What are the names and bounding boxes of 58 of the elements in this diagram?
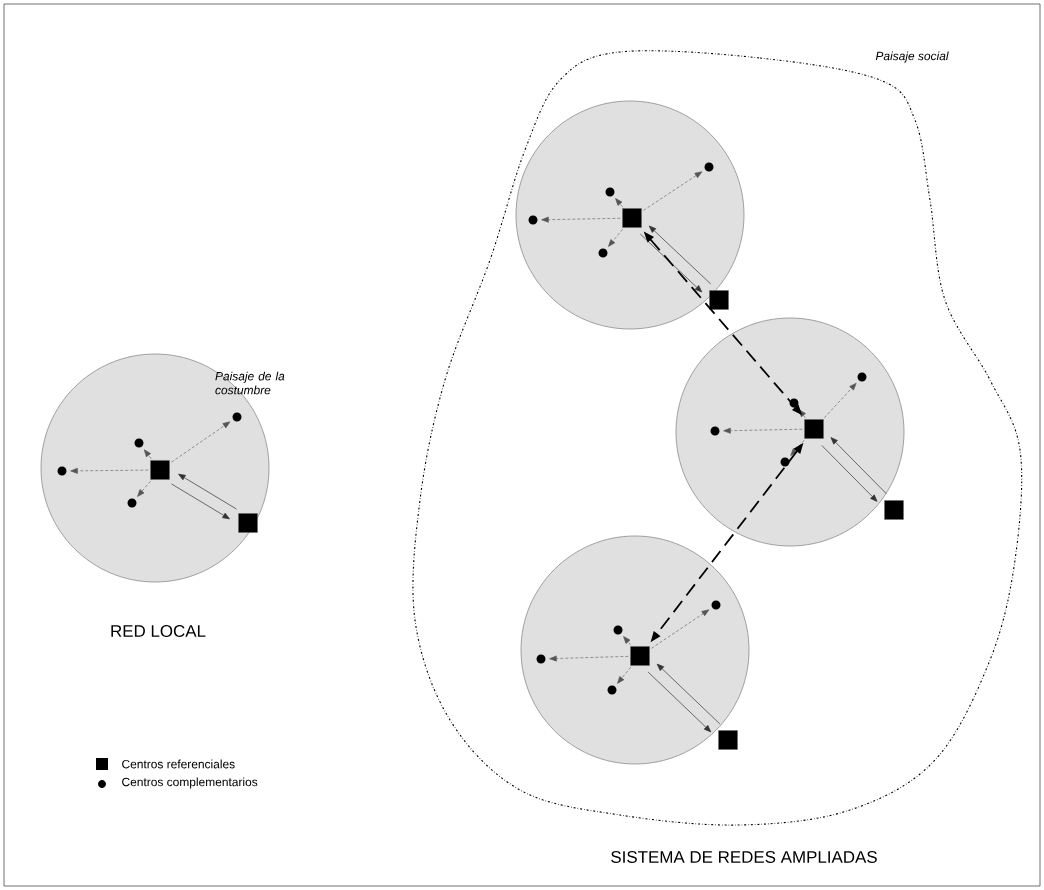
complementary-center — [598, 248, 608, 258]
complementary-center — [232, 412, 242, 422]
network-circle — [40, 353, 270, 583]
arrow — [639, 233, 703, 293]
complementary-center — [789, 398, 799, 408]
complementary-center — [127, 498, 137, 508]
arrow — [541, 216, 621, 223]
group-title: SISTEMA DE REDES AMPLIADAS — [611, 851, 877, 863]
complementary-center — [607, 685, 617, 695]
arrow — [651, 609, 710, 649]
complementary-center — [536, 654, 546, 664]
complementary-center — [57, 466, 67, 476]
reference-center — [884, 500, 904, 520]
complementary-center — [605, 187, 615, 197]
arrow — [790, 439, 805, 456]
network-circle — [515, 100, 745, 330]
arrow — [137, 480, 151, 497]
arrow — [615, 198, 623, 208]
reference-center — [630, 646, 650, 666]
reference-center — [238, 513, 258, 533]
arrow — [178, 473, 237, 510]
arrow — [723, 427, 803, 434]
legend-text: Centros referenciales — [122, 759, 235, 769]
arrow — [171, 421, 231, 463]
complementary-center — [134, 438, 144, 448]
arrow — [549, 655, 629, 662]
complementary-center — [780, 457, 790, 467]
complementary-center — [613, 625, 623, 635]
reference-center — [709, 290, 729, 310]
reference-center — [804, 419, 824, 439]
network-circle — [675, 317, 905, 547]
arrow — [643, 171, 703, 211]
region-label: Paisaje social — [875, 51, 949, 63]
group-title: RED LOCAL — [111, 625, 206, 637]
legend-text: Centros complementarios — [122, 777, 258, 789]
arrow — [647, 671, 712, 733]
arrow — [656, 663, 721, 725]
arrow — [171, 483, 230, 520]
region-label: Paisaje de la costumbre — [215, 371, 285, 395]
complementary-center — [857, 372, 867, 382]
reference-center — [622, 208, 642, 228]
reference-center — [718, 730, 738, 750]
arrow — [70, 467, 149, 474]
arrow — [830, 437, 887, 495]
complementary-center — [710, 426, 720, 436]
reference-center — [150, 460, 170, 480]
arrow — [143, 449, 152, 460]
complementary-center — [704, 162, 714, 172]
arrow — [608, 228, 623, 247]
arrow — [798, 409, 806, 418]
complementary-center — [711, 600, 721, 610]
complementary-center — [528, 215, 538, 225]
arrow — [648, 225, 712, 285]
network-circle — [520, 535, 750, 765]
arrow — [821, 444, 878, 502]
arrow — [623, 636, 631, 646]
arrow — [617, 666, 632, 684]
arrow — [824, 382, 857, 419]
